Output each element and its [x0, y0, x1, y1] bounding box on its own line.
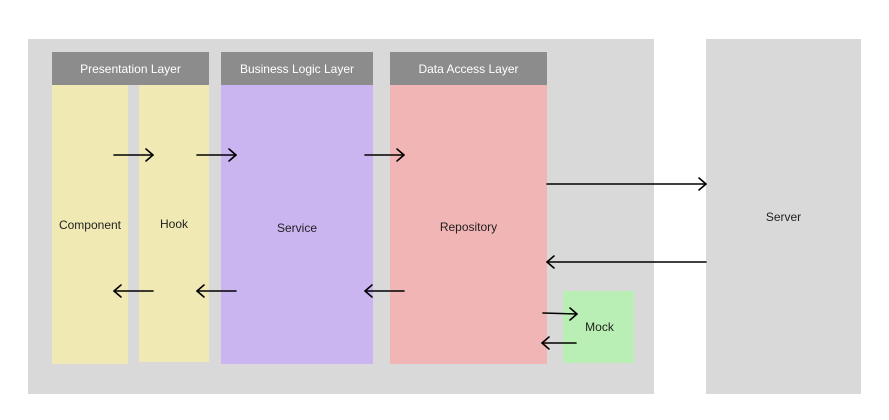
business-logic-layer-header: Business Logic Layer — [221, 52, 373, 85]
mock-box: Mock — [563, 291, 634, 363]
presentation-layer-label: Presentation Layer — [80, 61, 181, 76]
repository-box: Repository — [390, 85, 547, 364]
service-box: Service — [221, 85, 373, 364]
mock-label: Mock — [585, 320, 614, 334]
presentation-layer-header: Presentation Layer — [52, 52, 209, 85]
repository-label: Repository — [439, 219, 498, 234]
business-logic-layer-label: Business Logic Layer — [239, 61, 355, 76]
data-access-layer-label: Data Access Layer — [418, 61, 519, 76]
service-label: Service — [276, 220, 317, 235]
component-label: Component — [58, 217, 122, 232]
component-box: Component — [52, 85, 128, 364]
server-label: Server — [765, 209, 802, 224]
server-box: Server — [706, 39, 861, 394]
data-access-layer-header: Data Access Layer — [390, 52, 547, 85]
hook-label: Hook — [159, 216, 188, 231]
hook-box: Hook — [139, 85, 209, 362]
